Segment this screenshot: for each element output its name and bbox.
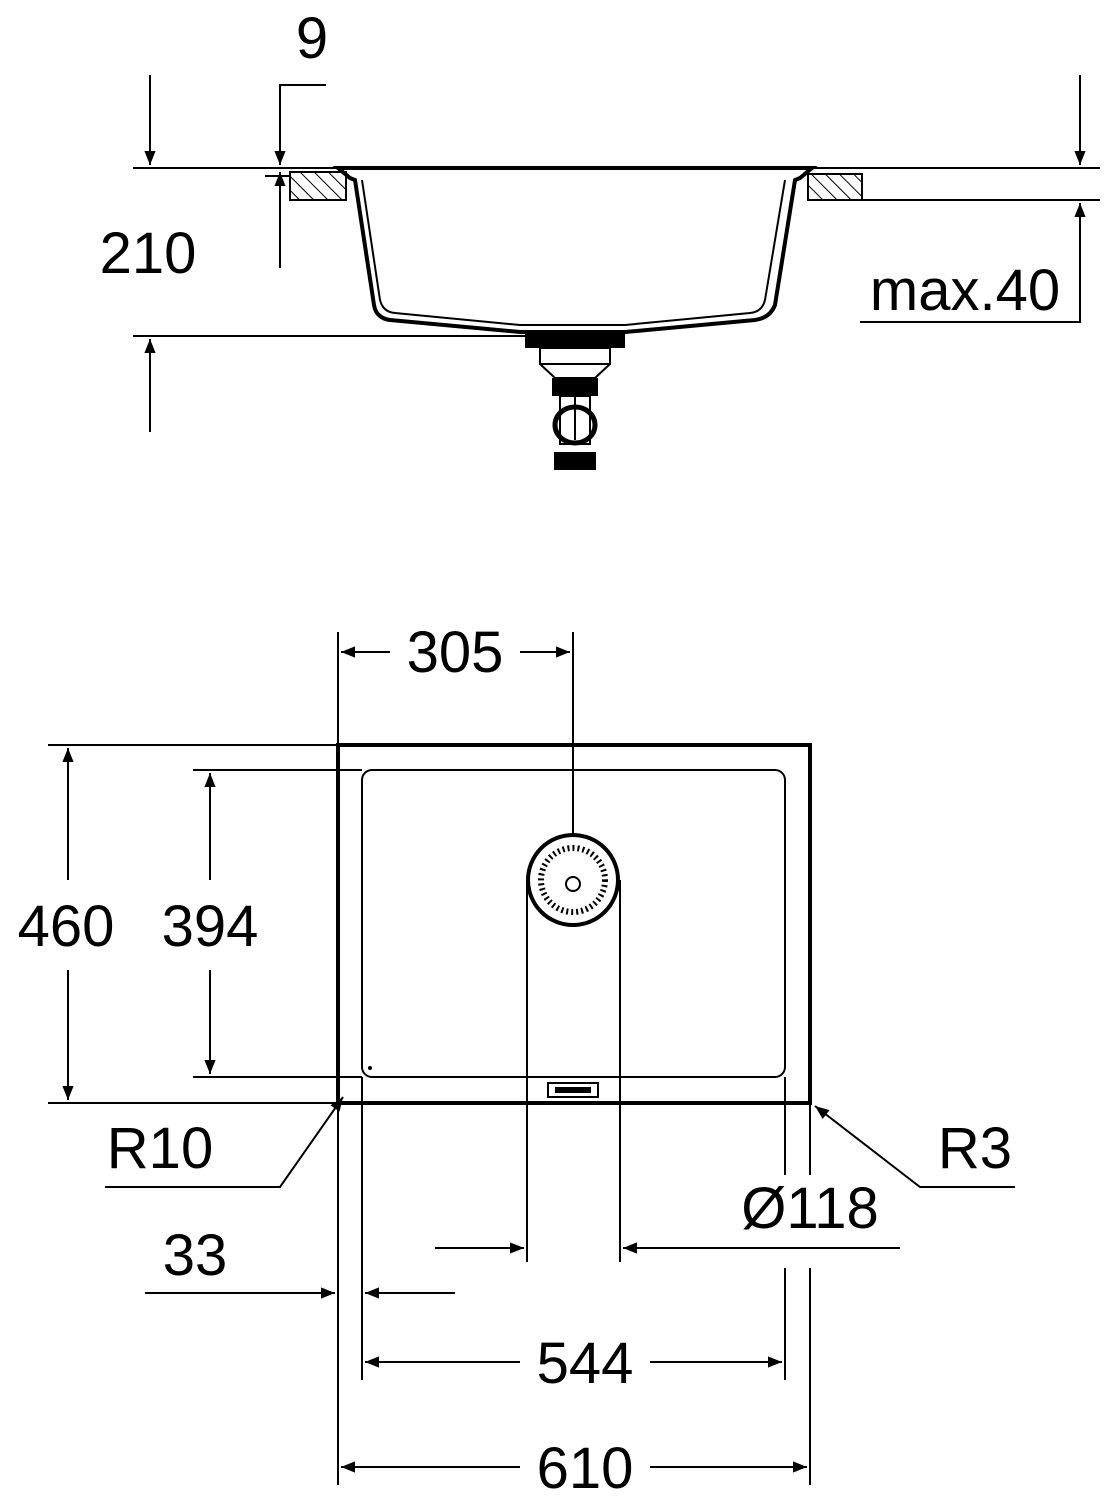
sink-basin-inner [361, 179, 786, 326]
dim-r10-leader [105, 1096, 344, 1188]
drain-center [565, 876, 581, 892]
drain-strainer [538, 845, 608, 915]
dim-118-label: Ø118 [741, 1176, 879, 1241]
dim-33-label: 33 [163, 1223, 228, 1288]
dim-max40-label: max.40 [870, 258, 1060, 323]
countertop-section-left [289, 171, 347, 201]
drain-waste-fitting [525, 334, 625, 470]
overflow-slot [547, 1082, 599, 1098]
countertop-section-right [807, 173, 863, 201]
side-view: 9 210 max.40 [100, 6, 1100, 470]
dim-305-label: 305 [407, 620, 504, 685]
dim-9-arrow-down [274, 84, 326, 165]
corner-mark [368, 1066, 372, 1070]
dim-544-label: 544 [537, 1331, 634, 1396]
dim-394-label: 394 [162, 894, 259, 959]
dim-460-label: 460 [18, 894, 115, 959]
dim-r3-leader [814, 1105, 1015, 1188]
dim-610-label: 610 [537, 1436, 634, 1500]
overflow-slot-inner [555, 1087, 591, 1093]
sink-basin-profile [332, 166, 818, 334]
dim-210-label: 210 [100, 221, 197, 286]
dim-r3-label: R3 [938, 1116, 1012, 1181]
dim-max40-arrow-up [860, 203, 1086, 323]
top-view: 305 460 394 R10 R3 Ø118 33 544 610 [18, 620, 1015, 1500]
dim-9-label: 9 [296, 6, 328, 71]
dim-r10-label: R10 [107, 1116, 213, 1181]
